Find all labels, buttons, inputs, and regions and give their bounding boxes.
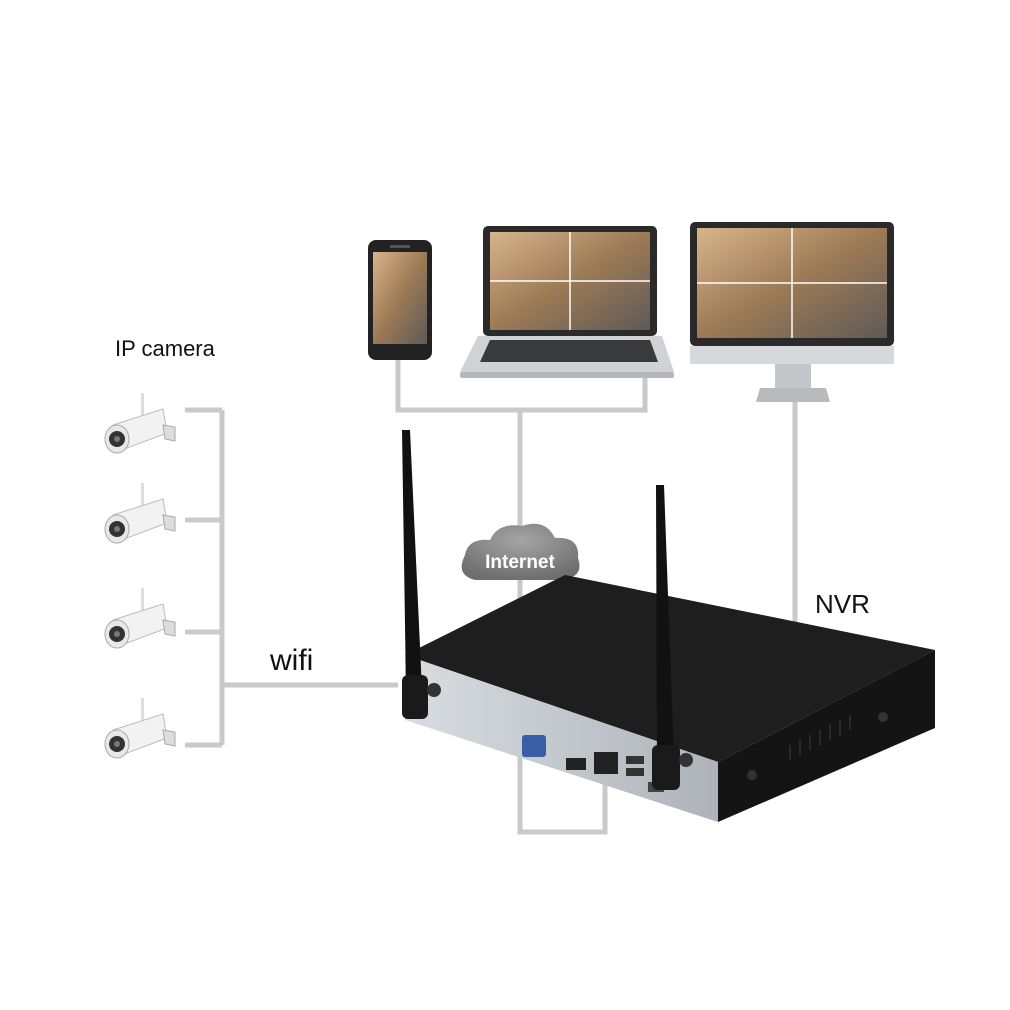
ip-camera-icon — [104, 482, 176, 544]
ip-camera-label: IP camera — [115, 336, 216, 361]
nvr-label: NVR — [815, 589, 870, 619]
smartphone-icon — [368, 240, 432, 360]
laptop-icon — [460, 226, 674, 378]
internet-cloud-icon: Internet — [461, 523, 580, 580]
antenna-right — [652, 485, 693, 790]
ip-camera-icon — [104, 697, 176, 759]
usb-port — [626, 768, 644, 776]
usb-port — [626, 756, 644, 764]
camera-bracket — [185, 407, 398, 748]
hdmi-port — [566, 758, 586, 770]
lan-port — [594, 752, 618, 774]
ip-camera-icon — [104, 587, 176, 649]
wifi-label: wifi — [269, 644, 313, 677]
vga-port — [522, 735, 546, 757]
antenna-left — [402, 430, 441, 719]
monitor-icon — [690, 222, 894, 402]
ip-camera-icon — [104, 392, 176, 454]
internet-label: Internet — [485, 552, 555, 573]
